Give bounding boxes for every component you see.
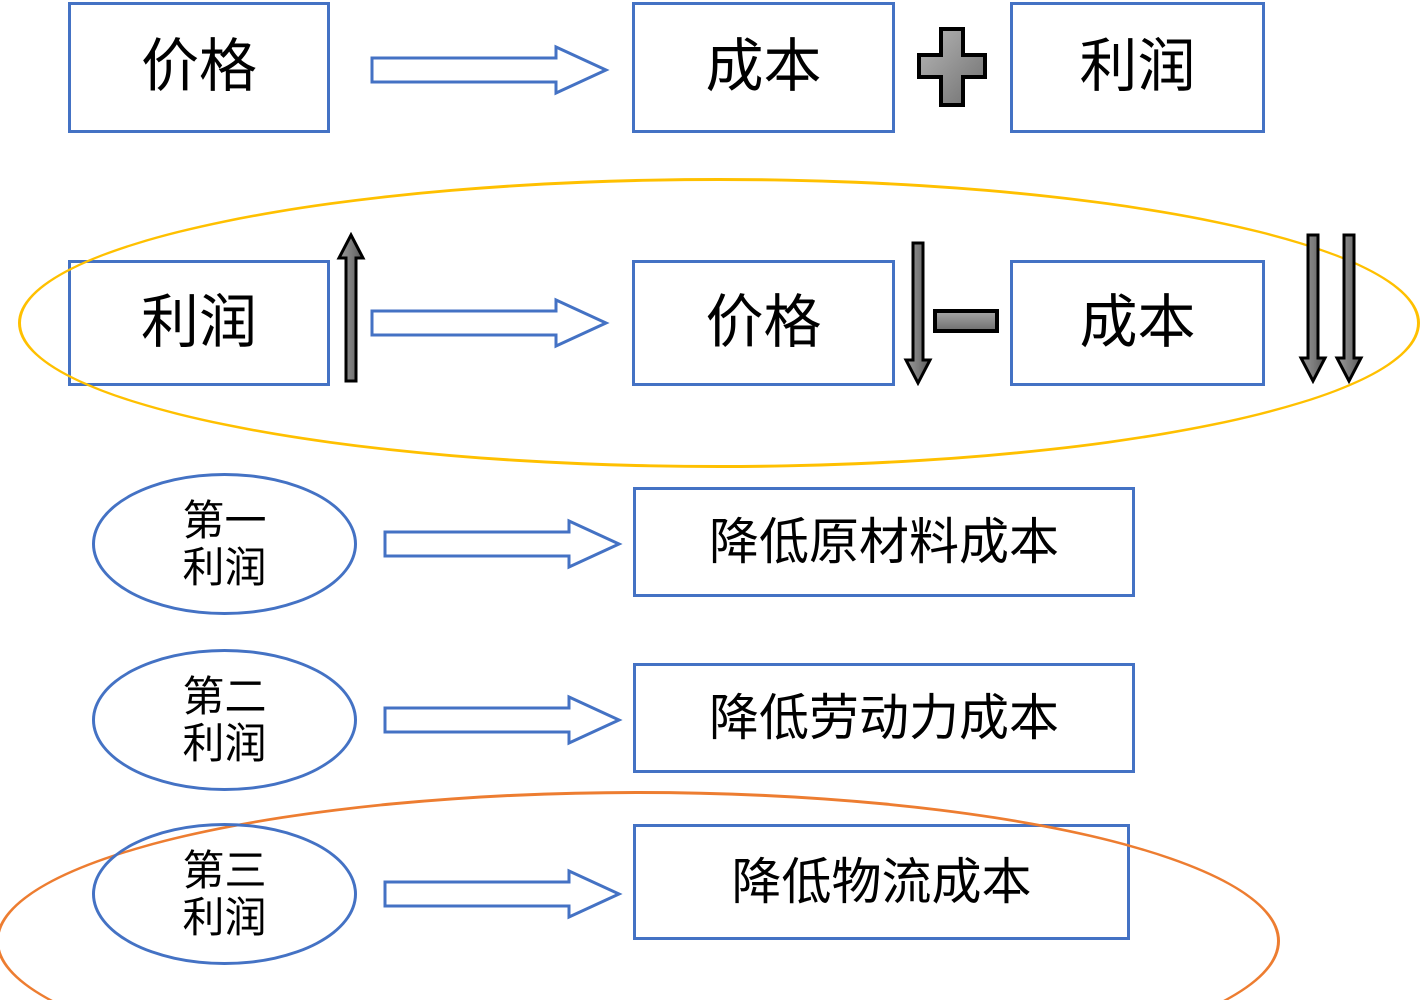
box-reduce-logistics-cost-label: 降低物流成本 bbox=[731, 853, 1032, 910]
ellipse-profit-source-1-line2: 利润 bbox=[182, 544, 267, 591]
ellipse-profit-source-2-line1: 第二 bbox=[182, 672, 267, 720]
ellipse-profit-source-1-line1: 第一 bbox=[182, 496, 267, 544]
plus-operator-icon bbox=[917, 27, 987, 107]
ellipse-profit-source-3[interactable]: 第三 利润 bbox=[92, 823, 357, 965]
box-profit-row1-label: 利润 bbox=[1079, 34, 1196, 100]
box-price-row1[interactable]: 价格 bbox=[68, 2, 330, 133]
box-cost-row2[interactable]: 成本 bbox=[1010, 260, 1265, 386]
arrow-down-price-icon bbox=[903, 241, 933, 386]
arrow-down-result-2-icon bbox=[1334, 233, 1364, 384]
box-cost-row2-label: 成本 bbox=[1079, 289, 1196, 355]
box-price-row1-label: 价格 bbox=[140, 34, 257, 100]
box-price-row2[interactable]: 价格 bbox=[632, 260, 895, 386]
box-profit-row2-label: 利润 bbox=[140, 289, 257, 355]
arrow-profit-source-3 bbox=[383, 868, 623, 920]
arrow-down-result-1-icon bbox=[1298, 233, 1328, 384]
ellipse-profit-source-2-line2: 利润 bbox=[182, 720, 267, 767]
arrow-row2 bbox=[370, 297, 610, 349]
arrow-profit-source-1 bbox=[383, 518, 623, 570]
box-cost-row1[interactable]: 成本 bbox=[632, 2, 895, 133]
box-reduce-labor-cost[interactable]: 降低劳动力成本 bbox=[633, 663, 1135, 773]
box-cost-row1-label: 成本 bbox=[705, 34, 822, 100]
box-reduce-material-cost-label: 降低原材料成本 bbox=[709, 513, 1059, 570]
minus-operator-icon bbox=[933, 309, 999, 333]
box-profit-row2[interactable]: 利润 bbox=[68, 260, 330, 386]
arrow-row1 bbox=[370, 44, 610, 96]
arrow-profit-source-2 bbox=[383, 694, 623, 746]
ellipse-profit-source-3-line2: 利润 bbox=[182, 894, 267, 941]
box-profit-row1[interactable]: 利润 bbox=[1010, 2, 1265, 133]
box-reduce-logistics-cost[interactable]: 降低物流成本 bbox=[633, 824, 1130, 940]
ellipse-profit-source-3-line1: 第三 bbox=[182, 846, 267, 894]
box-reduce-material-cost[interactable]: 降低原材料成本 bbox=[633, 487, 1135, 597]
box-reduce-labor-cost-label: 降低劳动力成本 bbox=[709, 689, 1059, 746]
arrow-up-profit-icon bbox=[336, 232, 366, 383]
ellipse-profit-source-2[interactable]: 第二 利润 bbox=[92, 649, 357, 791]
box-price-row2-label: 价格 bbox=[705, 289, 822, 355]
ellipse-profit-source-1[interactable]: 第一 利润 bbox=[92, 473, 357, 615]
